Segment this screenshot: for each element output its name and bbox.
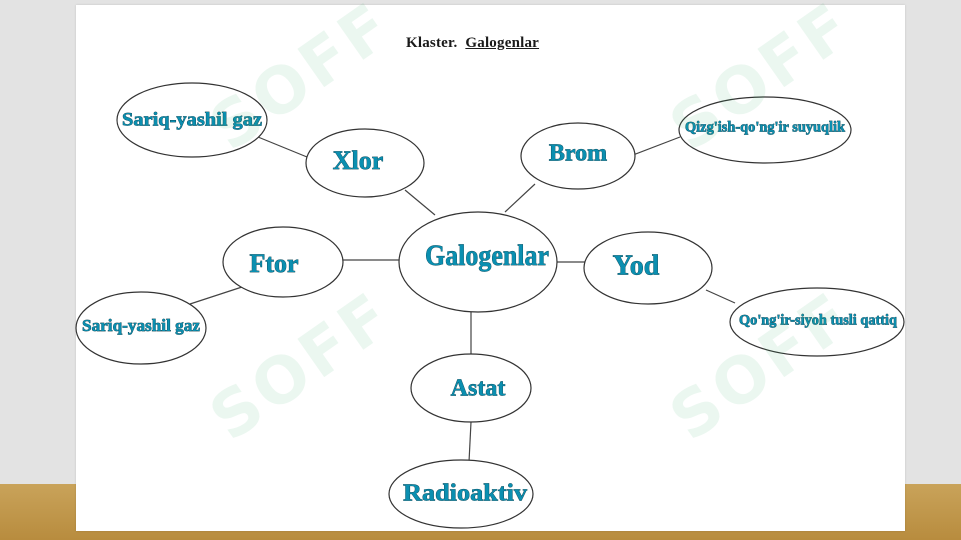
title-main: Galogenlar (465, 35, 540, 51)
connector-lines (189, 136, 736, 463)
node-astat (410, 353, 532, 423)
label-xlor: Xlor (333, 146, 384, 175)
node-ftor (222, 226, 344, 298)
node-center (398, 211, 558, 313)
node-brom (520, 122, 636, 190)
label-ftor-prop: Sariq-yashil gaz (82, 316, 200, 335)
label-astat-prop: Radioaktiv (403, 481, 527, 507)
node-astat-prop (388, 459, 534, 529)
label-center: Galogenlar (425, 239, 549, 272)
line-brom-prop (632, 136, 681, 156)
node-yod-prop (729, 287, 905, 357)
label-brom-prop: Qizg'ish-qo'ng'ir suyuqlik (685, 119, 846, 135)
cluster-title: Klaster. Galogenlar (406, 35, 586, 52)
line-astat-prop (468, 421, 472, 463)
line-xlor-prop (257, 136, 308, 158)
label-xlor-prop: Sariq-yashil gaz (122, 109, 263, 130)
node-brom-prop (678, 96, 852, 164)
line-center-xlor (404, 189, 436, 216)
label-astat: Astat (451, 376, 506, 402)
title-prefix: Klaster. (406, 35, 458, 51)
label-ftor: Ftor (249, 249, 298, 278)
node-yod (583, 231, 713, 305)
label-yod-prop: Qo'ng'ir-siyoh tusli qattiq (739, 312, 898, 328)
line-yod-prop (705, 289, 736, 304)
label-yod: Yod (613, 250, 660, 281)
line-center-brom (504, 183, 536, 213)
node-xlor-prop (116, 82, 268, 158)
node-xlor (305, 128, 425, 198)
line-ftor-prop (189, 286, 243, 305)
node-ftor-prop (75, 291, 207, 365)
label-brom: Brom (549, 141, 607, 167)
